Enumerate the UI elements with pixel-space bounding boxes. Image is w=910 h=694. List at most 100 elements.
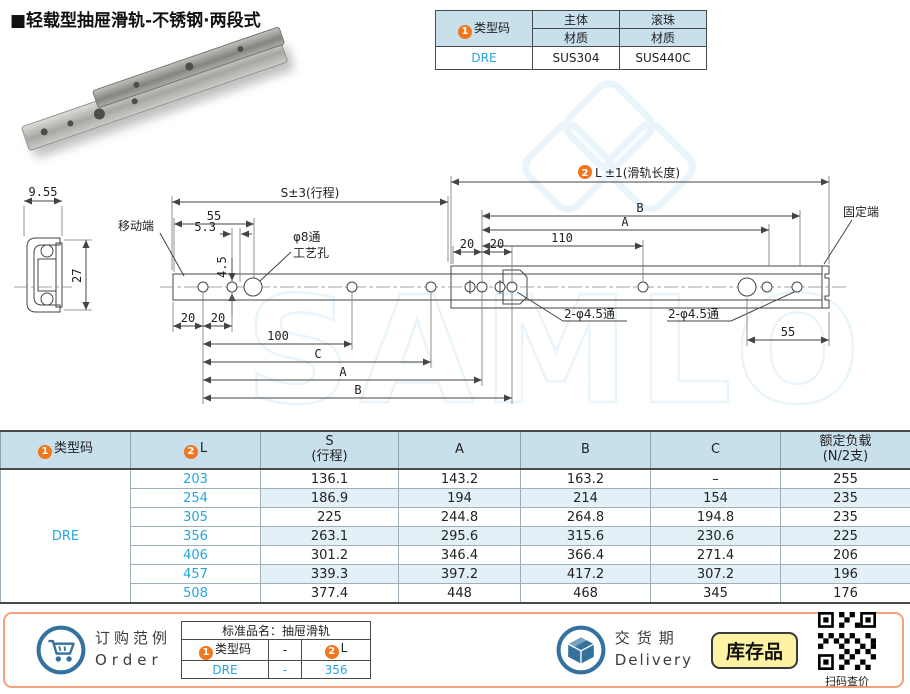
- dim-5-3: 5.3: [194, 220, 216, 234]
- hole45-label-2: 2-φ4.5通: [668, 307, 719, 321]
- rail-hole: [130, 97, 139, 106]
- marker-1-icon: 1: [199, 646, 213, 660]
- col-A: A: [398, 430, 521, 470]
- col-B: B: [520, 430, 651, 470]
- marker-2-icon: 2: [183, 444, 198, 459]
- dim-20-bottom-1: 20: [181, 311, 195, 325]
- hole45-label-1: 2-φ4.5通: [564, 307, 615, 321]
- rail-hole: [92, 106, 107, 121]
- marker-1-icon: 1: [37, 444, 52, 459]
- dim-4-5: 4.5: [215, 256, 229, 278]
- spec-ball-header: 滚珠: [619, 10, 707, 29]
- l-value: 203: [130, 468, 261, 489]
- delivery-box-icon: [556, 625, 606, 675]
- order-l-value: 356: [301, 660, 372, 679]
- dim-A-bottom: A: [339, 365, 347, 379]
- order-code-value: DRE: [181, 660, 270, 679]
- page-title: ■轻载型抽屉滑轨-不锈钢·两段式: [10, 11, 261, 31]
- cross-section-view: 9.55 27: [14, 185, 92, 313]
- top-dimensions: 2 L ±1(滑轨长度) S±3(行程) B A 110 55: [118, 165, 879, 316]
- stock-badge: 库存品: [710, 631, 798, 669]
- l-value: 356: [130, 526, 261, 546]
- hole8-label-line1: φ8通: [293, 230, 321, 244]
- l-value: 508: [130, 583, 261, 604]
- hole8-label-line2: 工艺孔: [293, 246, 329, 260]
- delivery-section-label: 交货期 Delivery: [614, 629, 693, 669]
- inner-rail-image: [91, 26, 286, 109]
- dim-rail-length-L: L: [595, 166, 602, 180]
- col-S: S(行程): [260, 430, 399, 470]
- rail-hole: [66, 119, 75, 128]
- l-value: 406: [130, 545, 261, 565]
- svg-text:2: 2: [582, 168, 589, 179]
- rail-side-view: [160, 265, 848, 309]
- fixed-end-label: 固定端: [843, 204, 879, 219]
- dim-20-fixed-2: 20: [490, 237, 504, 251]
- dim-section-height: 27: [70, 269, 84, 283]
- qr-block: 扫码查价: [818, 611, 876, 689]
- moving-end-label: 移动端: [118, 219, 154, 233]
- dim-rail-length-label: ±1(滑轨长度): [605, 165, 680, 180]
- product-photo: [15, 26, 289, 178]
- dim-section-width: 9.55: [29, 185, 58, 199]
- cart-icon: [36, 625, 86, 675]
- dim-55-right: 55: [781, 325, 795, 339]
- rail-hole: [132, 80, 141, 89]
- l-value: 457: [130, 564, 261, 584]
- col-load: 额定负载(N/2支): [780, 430, 910, 470]
- dim-A-top: A: [621, 215, 629, 229]
- order-table-title: 标准品名：抽屉滑轨: [181, 621, 372, 640]
- spec-main-header: 主体: [532, 10, 620, 29]
- rail-hole: [184, 61, 195, 72]
- col-C: C: [650, 430, 781, 470]
- spec-main-material-value: SUS304: [532, 46, 620, 70]
- spec-ball-material-header: 材质: [619, 28, 707, 47]
- dim-B-top: B: [636, 201, 643, 215]
- fixed-end-cap: [821, 265, 830, 309]
- outer-rail-image: [20, 26, 289, 152]
- l-value: 305: [130, 507, 261, 527]
- marker-2-icon: [578, 165, 592, 179]
- type-code-value: DRE: [0, 468, 131, 604]
- dim-C: C: [314, 347, 321, 361]
- order-section-label: 订购范例 Order: [95, 629, 172, 669]
- dim-20-bottom-2: 20: [211, 311, 225, 325]
- dim-B-bottom: B: [354, 383, 361, 397]
- dim-20-fixed-1: 20: [460, 237, 474, 251]
- rail-hole: [39, 127, 49, 137]
- qr-code: [818, 611, 876, 670]
- marker-1-icon: 1: [457, 24, 472, 39]
- spec-ball-material-value: SUS440C: [619, 46, 707, 70]
- qr-caption: 扫码查价: [825, 674, 869, 688]
- spec-main-material-header: 材质: [532, 28, 620, 47]
- technical-drawing: .dl{stroke:#444;stroke-width:1;fill:none…: [14, 80, 879, 430]
- l-value: 254: [130, 488, 261, 508]
- dim-100: 100: [267, 329, 289, 343]
- dim-110: 110: [551, 231, 573, 245]
- dim-55-left: 55: [207, 209, 221, 223]
- spec-code-value: DRE: [435, 46, 533, 70]
- watermark-text: SAMLO: [245, 265, 868, 430]
- marker-2-icon: 2: [324, 645, 339, 659]
- dim-stroke-label: S±3(行程): [281, 185, 340, 200]
- rail-hole: [236, 45, 245, 53]
- bottom-dimensions: 20 20 100 C A B 2-φ4.5通 2-φ4.5通 55: [172, 290, 830, 404]
